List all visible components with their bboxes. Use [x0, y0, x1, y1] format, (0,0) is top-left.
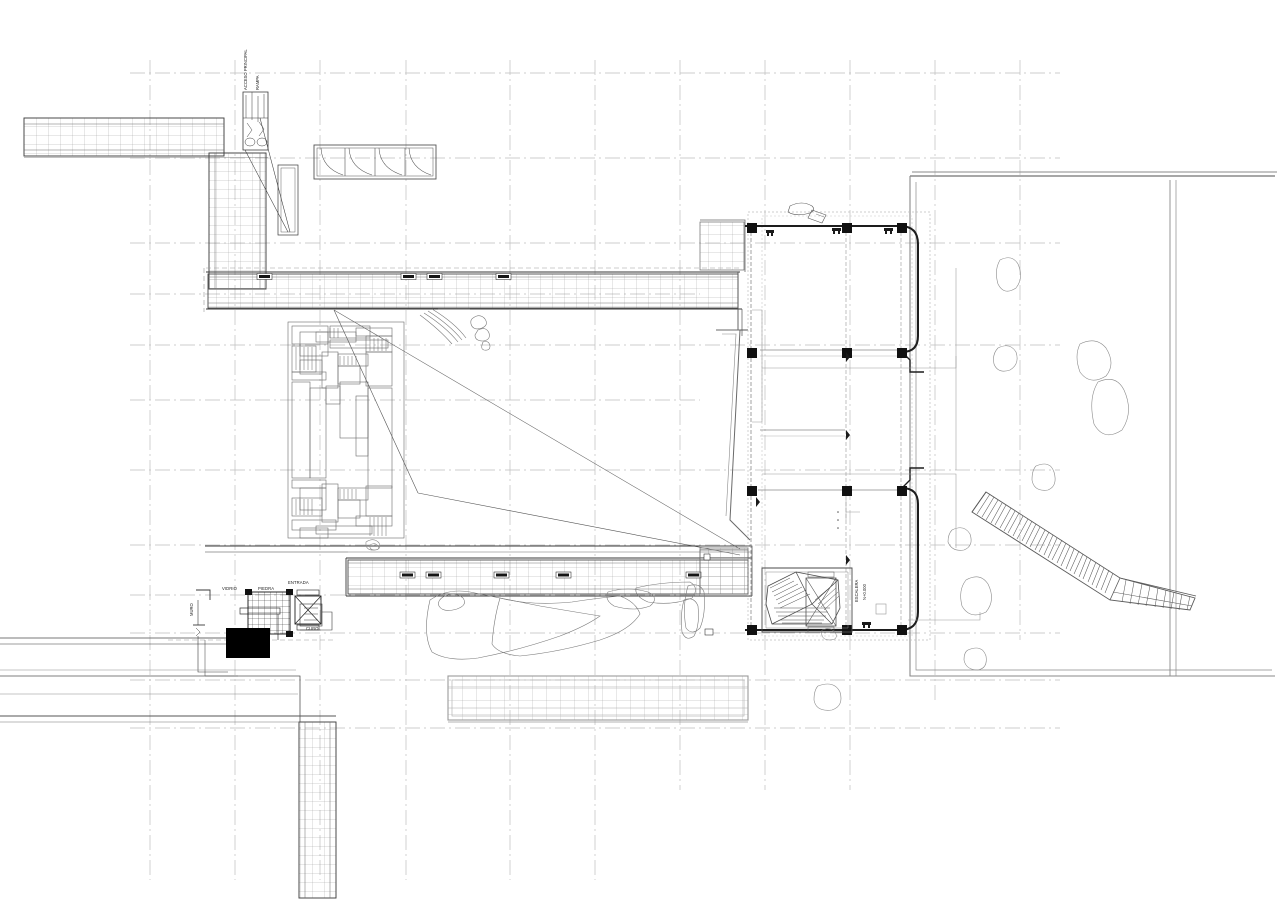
construction-grid	[130, 60, 1060, 880]
label-entrada: ENTRADA	[288, 580, 309, 585]
paved-walkway-north	[23, 117, 268, 158]
label-rampa: RAMPA	[255, 75, 260, 90]
terraced-courtyard	[287, 309, 419, 539]
label-cubo: CUBO	[306, 626, 319, 631]
planting-bed-central	[426, 581, 705, 660]
fixture-glyph-set	[756, 228, 893, 628]
label-n0000: N+0.000	[862, 583, 867, 600]
fixture-detail-east	[299, 603, 333, 631]
sight-line-secondary	[333, 309, 741, 550]
paved-walkway-south	[0, 669, 337, 899]
planting-bed-north	[419, 308, 491, 351]
planting-bed-east	[762, 257, 1129, 711]
solid-core-block	[226, 628, 270, 658]
label-escalera: ESCALERA	[854, 579, 859, 602]
sight-line	[417, 492, 741, 556]
north-entry-detail	[242, 91, 299, 236]
misc-linework	[0, 539, 381, 695]
structural-column-set	[747, 223, 907, 635]
paving-grid-panel	[447, 675, 749, 723]
vehicle-glyph	[787, 202, 827, 224]
curved-ramp-stair	[971, 491, 1197, 611]
grid-hatch-square	[245, 589, 293, 637]
label-muro: MURO	[189, 602, 194, 616]
paved-strip-southeast	[699, 549, 749, 636]
label-vidrio: VIDRIO	[222, 586, 238, 591]
canopy-bays	[313, 144, 437, 180]
bench-marker-row-north	[256, 273, 512, 280]
paved-plaza-band-north	[203, 219, 748, 336]
pavilion-roof-plan	[761, 567, 887, 641]
label-piedra: PIEDRA	[258, 586, 274, 591]
label-acceso-principal: ACCESO PRINCIPAL	[243, 49, 248, 90]
bench-marker-row-south	[399, 571, 702, 579]
x-braced-square	[294, 589, 322, 631]
